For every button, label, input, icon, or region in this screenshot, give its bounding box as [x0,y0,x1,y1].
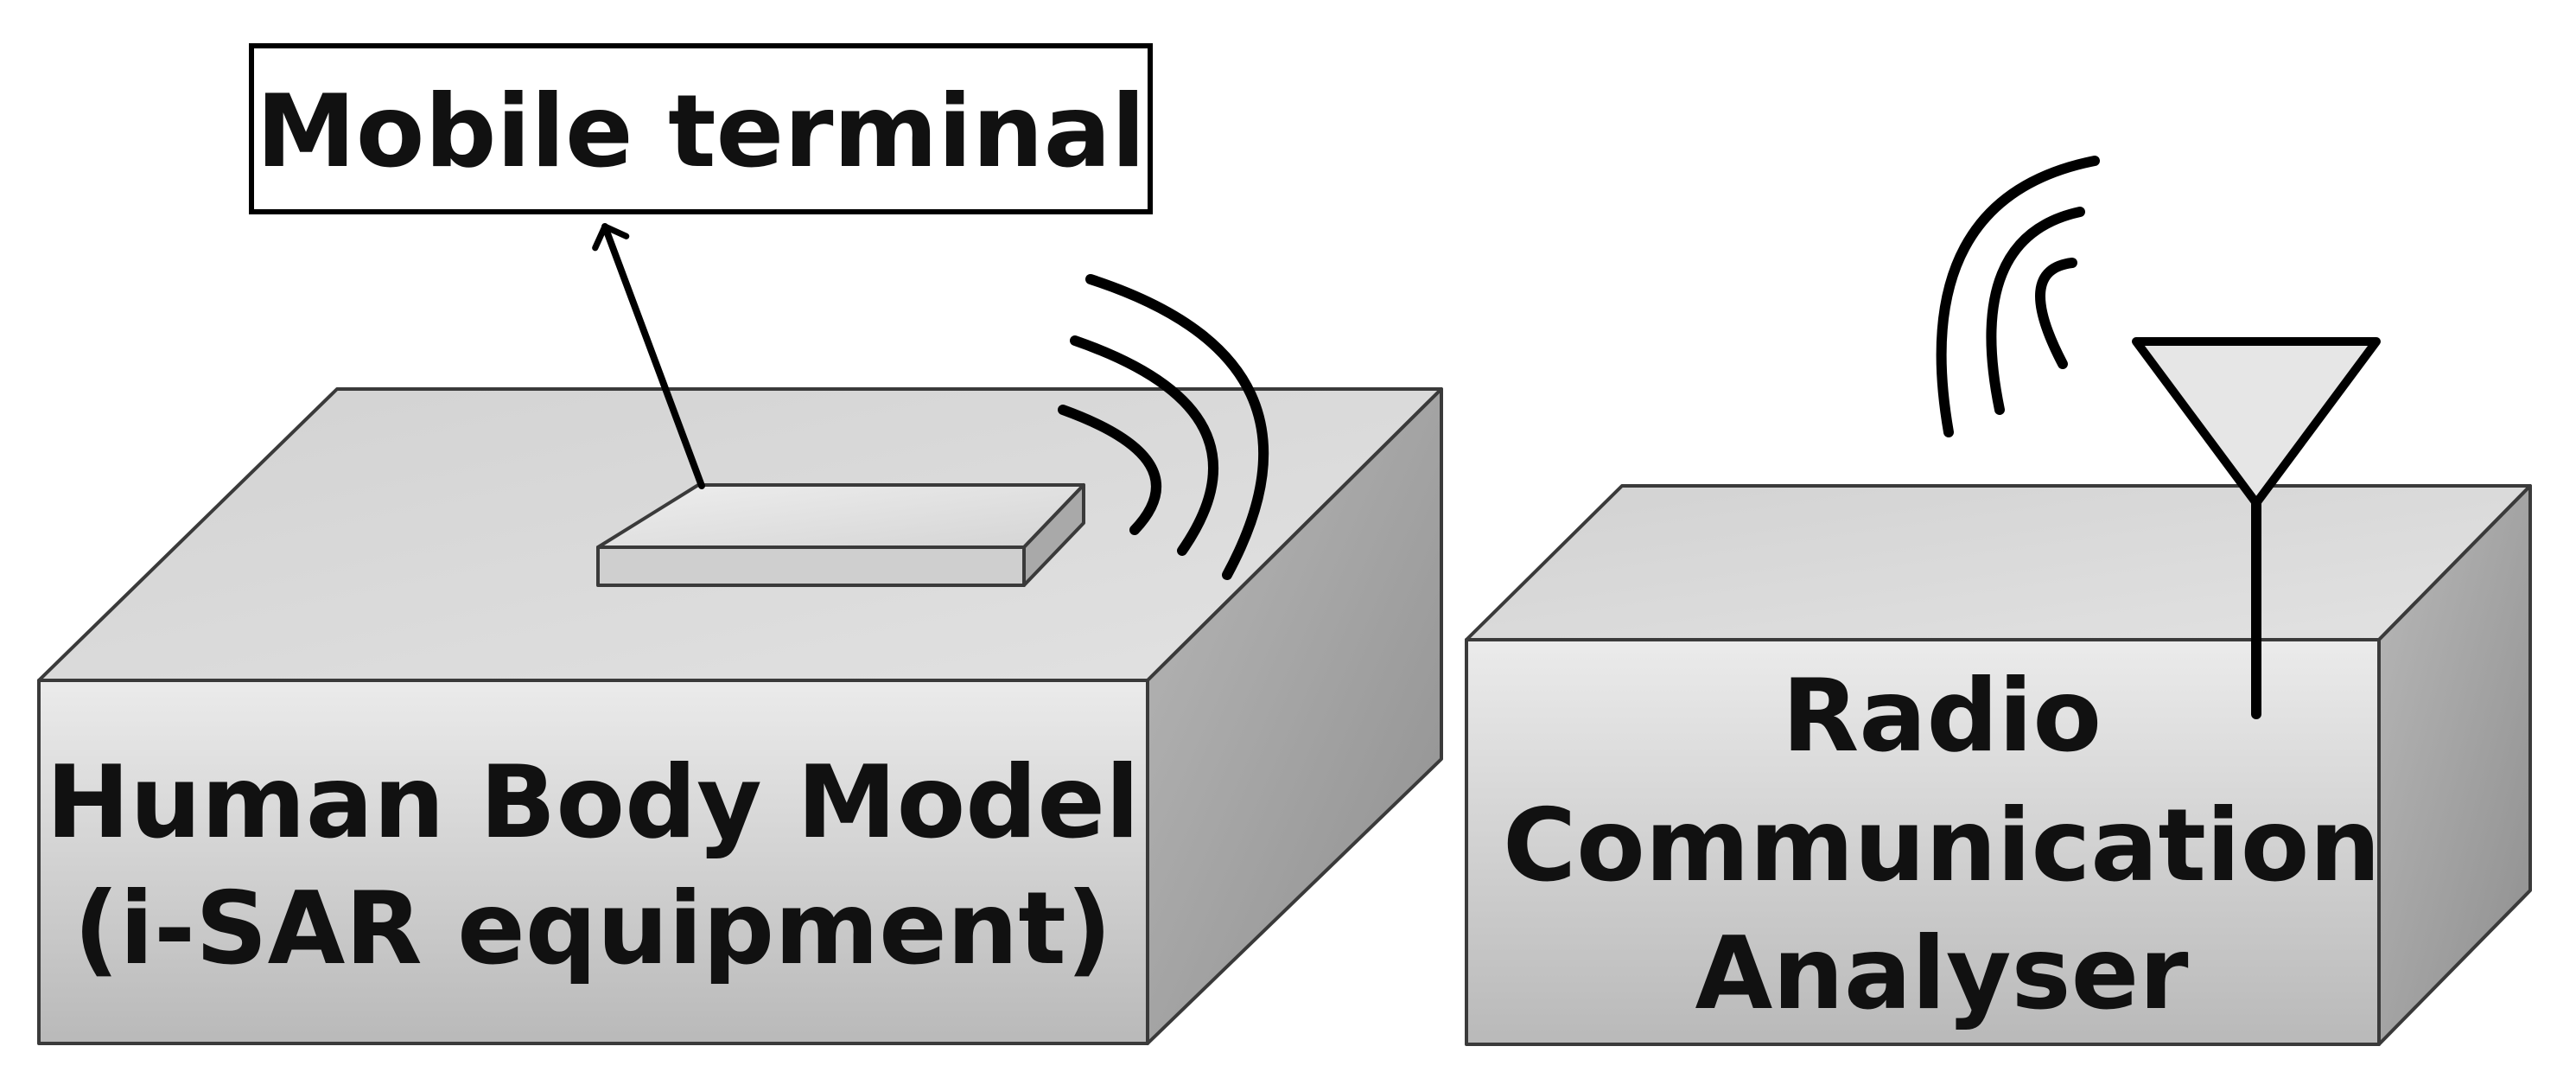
mobile-terminal-side-edge [1022,483,1085,587]
human-body-model-label-line1: Human Body Model [46,744,1140,861]
radio-communication-analyser-label-line3: Analyser [1695,916,2189,1032]
mobile-terminal-device [596,483,1085,587]
radio-communication-analyser-box [1465,484,2532,1046]
radio-communication-analyser-label-line2: Communication [1503,788,2381,904]
mobile-terminal-pointer-arrow [592,223,705,489]
analyser-radio-waves-icon [1936,156,2100,437]
mobile-terminal-label-box [249,43,1153,214]
radio-communication-analyser-front-face [1465,638,2381,1046]
radio-communication-analyser-top-face [1465,484,2532,641]
human-body-model-front-face [37,679,1149,1045]
human-body-model-label-line2: (i-SAR equipment) [73,871,1112,987]
mobile-terminal-radio-waves-icon [1058,274,1269,580]
antenna-icon [2132,337,2381,719]
radio-communication-analyser-label-line1: Radio [1782,658,2102,775]
mobile-terminal-callout: Mobile terminal [249,43,1153,214]
mobile-terminal-front-edge [596,546,1026,587]
mobile-terminal-label: Mobile terminal [256,73,1145,190]
antenna-triangle [2132,337,2381,507]
